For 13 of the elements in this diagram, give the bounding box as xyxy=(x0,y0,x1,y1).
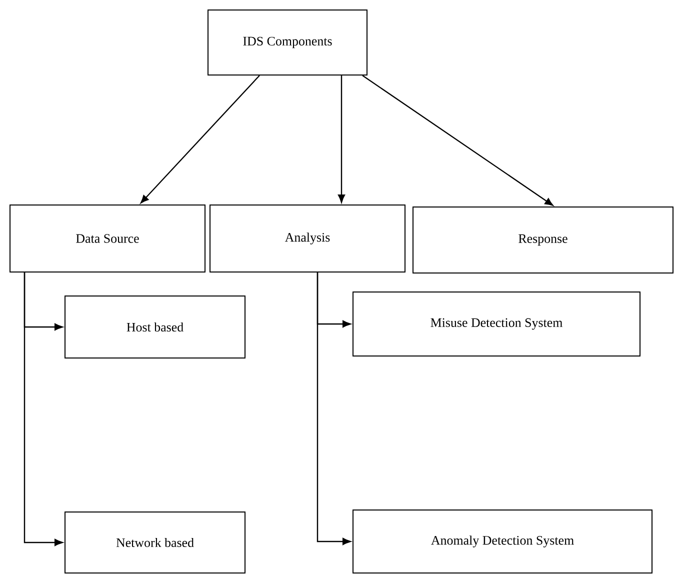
arrow xyxy=(140,75,260,204)
process-box: IDS Components xyxy=(208,10,368,76)
process-box: Analysis xyxy=(210,204,406,272)
arrow xyxy=(338,76,346,203)
process-box: Data Source xyxy=(10,204,206,272)
arrow xyxy=(24,272,63,546)
process-box: Host based xyxy=(64,296,246,358)
process-box: Network based xyxy=(64,512,246,574)
arrow xyxy=(316,272,351,546)
process-box: Anomaly Detection System xyxy=(352,510,652,574)
process-box: Misuse Detection System xyxy=(352,292,640,356)
arrow xyxy=(362,75,554,206)
process-box: Response xyxy=(412,206,674,274)
